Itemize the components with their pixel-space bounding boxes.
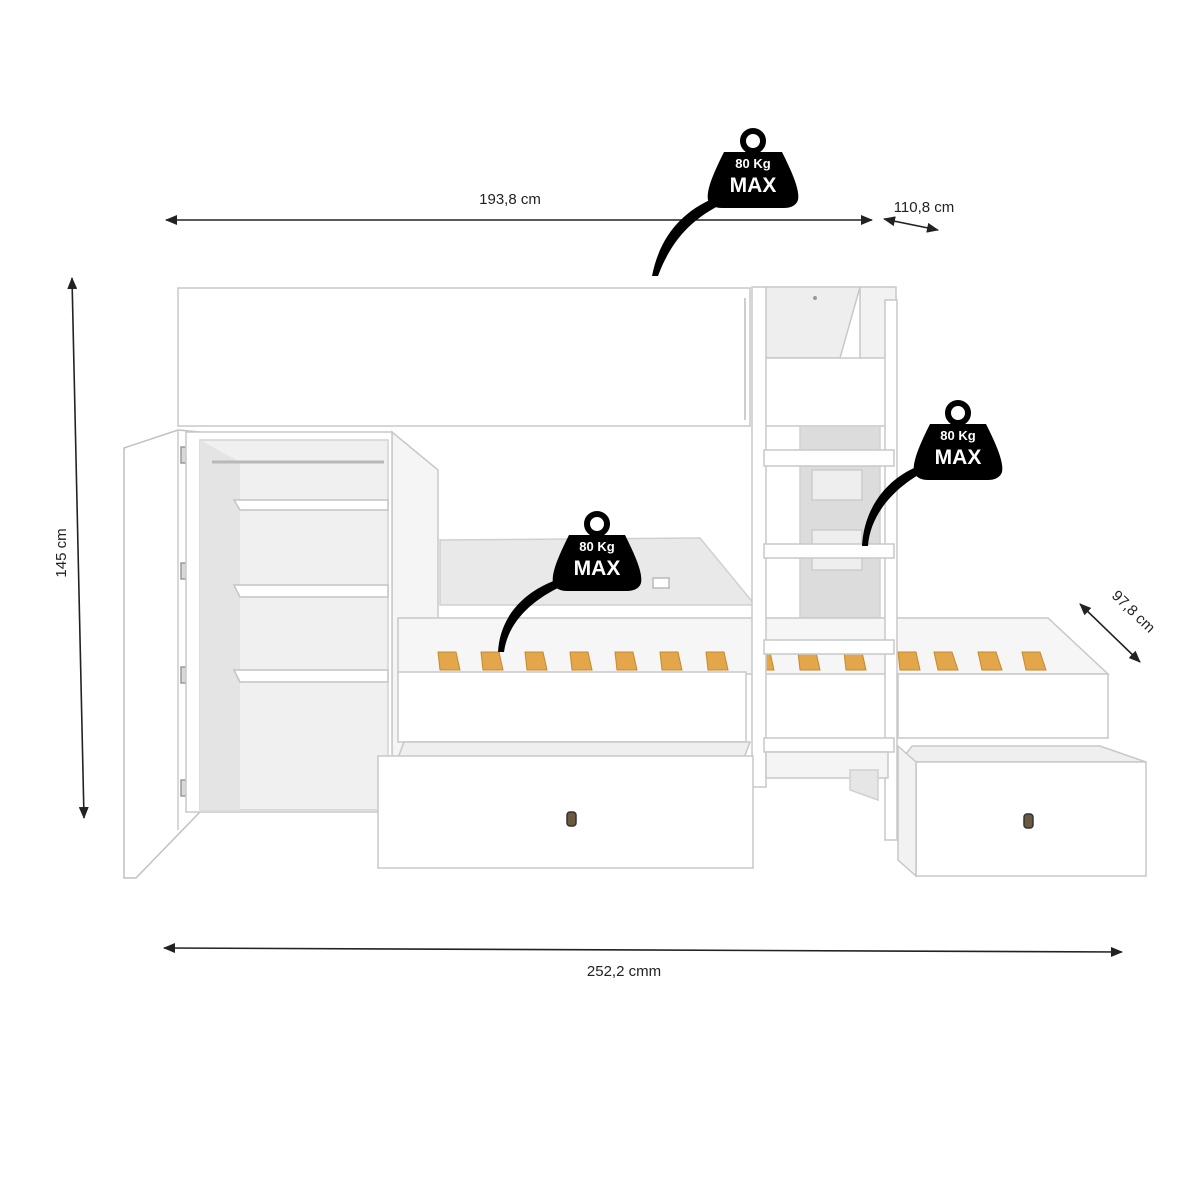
badge-max-label: MAX [730,174,777,197]
load-badge-lower-bed: 80 Kg MAX [498,511,642,652]
badge-weight-label: 80 Kg [735,156,770,171]
lower-bed-right-rail [897,673,1109,739]
load-badge-upper-right: 80 Kg MAX [862,400,1003,546]
dimension-lines [67,215,1141,957]
drawer-left-front [377,755,754,869]
lower-bed-front-rail [397,671,747,743]
weight-ring-icon [945,400,971,426]
pullout-depth-line [1079,603,1141,663]
drawer-right-top [898,745,1147,763]
weight-icon [913,424,1003,480]
total-width-line [163,943,1123,957]
badge-weight-label: 80 Kg [940,428,975,443]
wardrobe-shelves [232,499,389,683]
height-line [67,277,89,819]
weight-icon [552,535,642,591]
bed-slats [437,651,1047,671]
dim-pullout-depth: 97,8 cm [1108,587,1158,636]
drawer-left-handle [566,811,577,827]
badge-weight-label: 80 Kg [579,539,614,554]
door-hinges [180,446,190,797]
back-wall-hole [652,577,670,589]
top-bunk-guard-panel [177,287,751,427]
top-depth-line [883,216,939,233]
weight-ring-icon [584,511,610,537]
callout-pointer [652,198,722,276]
weight-ring-icon [740,128,766,154]
upper-shelf-inner [763,286,861,359]
upper-shelf-front [763,357,887,427]
badge-max-label: MAX [574,557,621,580]
ladder [751,286,898,841]
dim-total-width: 252,2 cmm [587,963,661,980]
badge-max-label: MAX [935,446,982,469]
drawer-right-handle [1023,813,1034,829]
callout-pointer [862,468,920,546]
load-badge-top-bunk: 80 Kg MAX [652,128,799,276]
dim-top-width: 193,8 cm [479,191,541,208]
weight-icon [707,152,799,208]
dim-height: 145 cm [53,528,70,577]
dim-top-depth: 110,8 cm [894,199,955,216]
bunk-bed-illustration [123,286,1147,879]
